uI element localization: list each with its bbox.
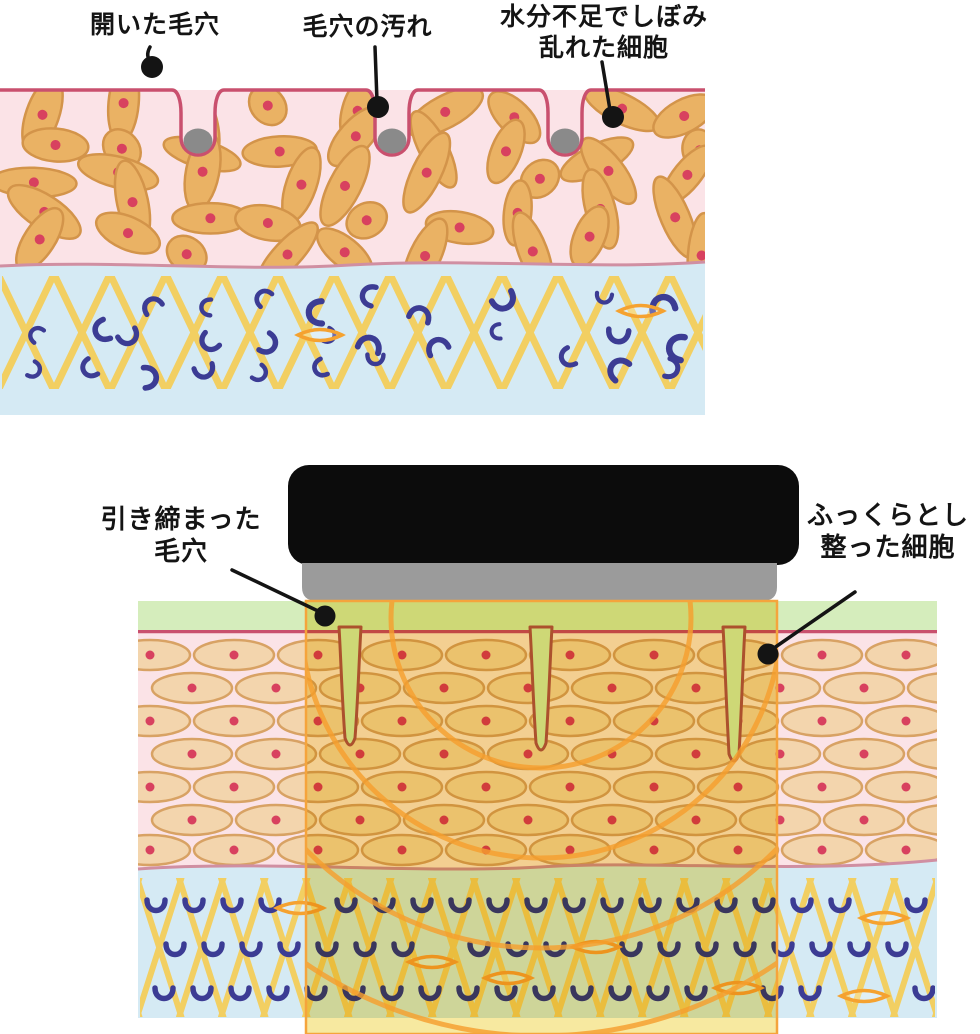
treatment-zone-border (304, 599, 779, 1034)
callout-dot-dehydrated-cells (602, 106, 624, 128)
label-tightened-pores-line2: 毛穴 (153, 535, 208, 566)
label-tightened-pores: 引き締まった 毛穴 (95, 504, 267, 567)
callout-dot-tightened-pore (314, 605, 336, 627)
callout-dot-plump-cells (757, 643, 779, 665)
callout-dot-pore-dirt (367, 96, 389, 118)
treatment-device-head (288, 465, 799, 565)
broken-elastin-top (25, 284, 688, 391)
before-section (0, 88, 706, 415)
label-dehydrated-cells-line1: 水分不足でしぼみ (499, 3, 708, 31)
epidermis-dermis-boundary-top (0, 260, 706, 269)
skin-surface-line-top (0, 88, 705, 157)
ultrasound-wave-arcs (306, 601, 777, 1034)
callout-dot-open-pore (141, 56, 163, 78)
label-dehydrated-cells: 水分不足でしぼみ 乱れた細胞 (498, 2, 710, 63)
leader-line-pore-dirt (373, 45, 379, 103)
label-plump-cells-line2: 整った細胞 (820, 531, 956, 562)
label-plump-cells: ふっくらとし 整った細胞 (798, 500, 978, 563)
callout-leaders (141, 45, 857, 665)
fibroblast-icon (615, 303, 667, 319)
pore-dirt-blob (377, 128, 407, 154)
label-dehydrated-cells-line2: 乱れた細胞 (538, 33, 669, 62)
pore-dirt-blob (183, 128, 213, 154)
label-tightened-pores-line1: 引き締まった (100, 504, 262, 534)
treatment-device-base (302, 563, 777, 601)
leader-line-dehydrated-cells (600, 60, 612, 112)
label-plump-cells-line1: ふっくらとし (806, 500, 969, 530)
label-pore-dirt: 毛穴の汚れ (302, 13, 433, 41)
fibroblast-icon (294, 327, 346, 343)
pore-dirt-blob (550, 128, 580, 154)
leader-line-tightened-pore (230, 568, 320, 613)
label-open-pores: 開いた毛穴 (89, 11, 220, 39)
leader-line-plump-cells (772, 590, 857, 650)
after-section (137, 465, 938, 1034)
treatment-zone-overlay (306, 601, 777, 1034)
